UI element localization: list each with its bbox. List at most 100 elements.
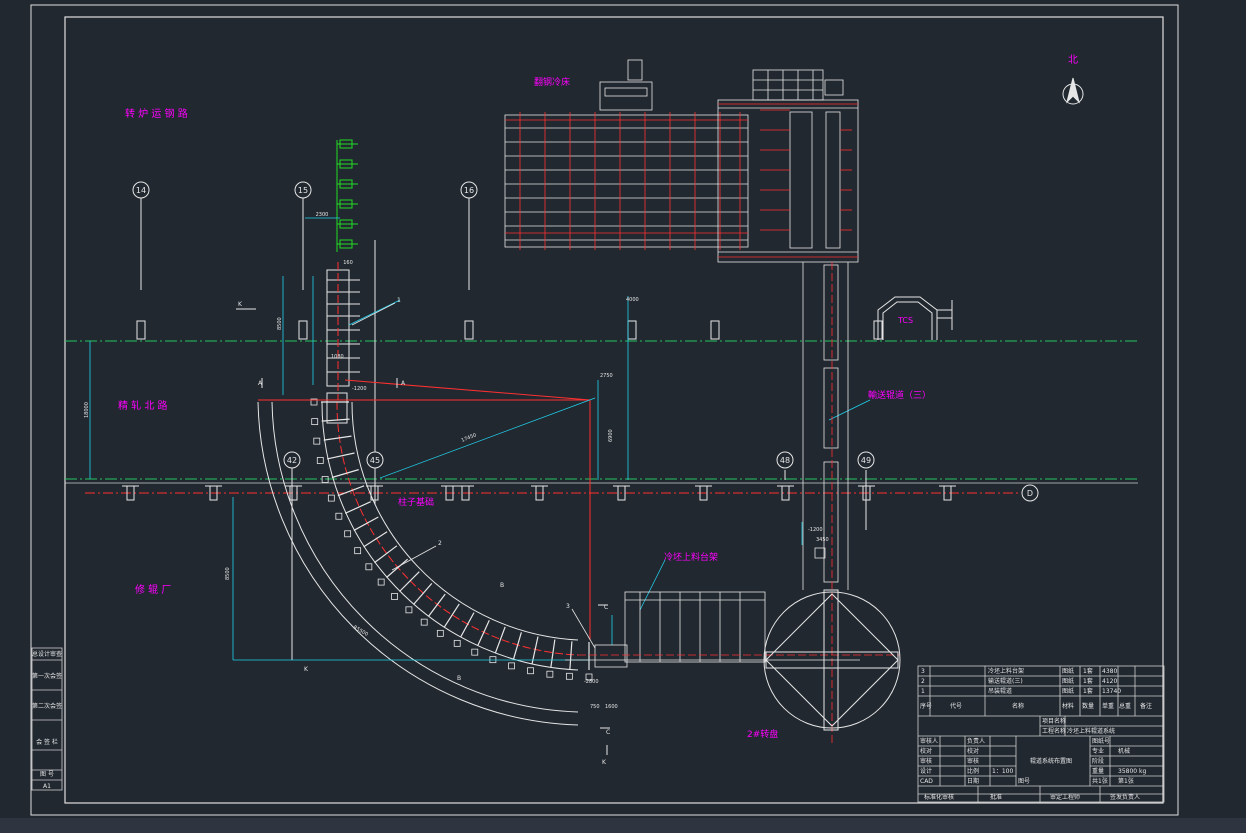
axis-label-42: 42 — [287, 456, 297, 465]
header-col: 序号 — [920, 702, 932, 710]
section-b1: B — [500, 582, 504, 589]
dim-750: 750 — [590, 704, 600, 710]
roller-mark — [386, 558, 409, 578]
sign-label: 设计 — [920, 767, 932, 775]
column-foundations-bottom — [122, 485, 956, 501]
roller-mark — [363, 531, 388, 548]
label-control-room: TCS — [897, 316, 913, 325]
axis-circle-15 — [294, 181, 312, 199]
callout-leaders — [351, 302, 596, 649]
axis-circle-48 — [776, 451, 794, 469]
roller-mark — [344, 501, 371, 514]
right-value: 第1张 — [1118, 777, 1134, 785]
sign-col: 日期 — [967, 777, 979, 785]
label-road-top: 转 炉 运 钢 路 — [125, 107, 188, 120]
axis-verticals — [140, 198, 867, 660]
header-col: 材料 — [1062, 702, 1074, 710]
sign-label: 审核人 — [920, 737, 938, 745]
footer-cell: 审定工程师 — [1050, 793, 1080, 801]
roller-mark — [512, 632, 522, 660]
roller-motor — [453, 639, 461, 647]
roller-motor — [405, 606, 413, 614]
dim-4000: 4000 — [626, 297, 639, 303]
label-turntable: 2#转盘 — [747, 728, 778, 740]
project-label: 项目名称 — [1042, 717, 1066, 725]
roller-motor — [471, 648, 479, 656]
label-loading-rack: 冷坯上料台架 — [664, 551, 718, 563]
roller-motor — [436, 629, 444, 637]
strip-text-4: 会 签 栏 — [36, 738, 58, 746]
dim-2750: 2750 — [600, 373, 613, 379]
sign-col: 审核 — [967, 757, 979, 765]
axis-label-14: 14 — [136, 186, 146, 195]
roller-mark — [460, 612, 475, 638]
rev-row-no: 1 — [921, 688, 925, 695]
axis-circle-45 — [366, 451, 384, 469]
rev-row-weight: 4120 — [1102, 678, 1117, 685]
cyan-dimension-lines — [89, 217, 871, 661]
north-arrow-icon — [1062, 77, 1084, 105]
roller-motor — [420, 618, 428, 626]
axis-label-16: 16 — [464, 186, 474, 195]
footer-cell: 签发负责人 — [1110, 793, 1140, 801]
right-label: 阶段 — [1092, 757, 1104, 765]
axis-circle-14 — [132, 181, 150, 199]
label-workshop: 修 辊 厂 — [135, 583, 171, 596]
header-col: 名称 — [1012, 702, 1024, 710]
axis-circles — [132, 181, 1039, 502]
right-value: 35800 kg — [1118, 768, 1146, 775]
strip-text-2: 第一次会签 — [32, 672, 62, 680]
rev-row-name: 输送辊道(三) — [988, 677, 1023, 685]
loading-rack — [565, 591, 860, 668]
label-north: 北 — [1068, 54, 1078, 66]
section-a-left: A — [258, 380, 263, 387]
rev-row-no: 3 — [921, 668, 925, 675]
roller-motor — [310, 398, 318, 406]
roller-motor — [354, 547, 362, 555]
inner-frame — [64, 16, 1164, 804]
part-label: 工程名称 — [1042, 727, 1066, 735]
label-crane-top: 翻钢冷床 — [534, 76, 570, 88]
strip-text-5: 图 号 — [40, 771, 54, 778]
roller-mark — [477, 620, 490, 647]
dim-18000: 18000 — [84, 402, 90, 418]
axis-label-d: D — [1027, 489, 1033, 498]
roller-motor — [377, 578, 385, 586]
part-value: 冷坯上料辊道系统 — [1067, 727, 1115, 735]
rev-row-name: 吊装辊道 — [988, 687, 1012, 695]
axis-circle-d — [1021, 484, 1039, 502]
callout-3: 3 — [566, 603, 570, 610]
roller-motor — [391, 593, 398, 600]
roller-motor — [508, 662, 515, 670]
roller-mark — [374, 545, 398, 564]
sign-label: 校对 — [920, 747, 932, 755]
roller-mark — [337, 485, 365, 497]
axis-label-15: 15 — [298, 186, 308, 195]
footer-cell: 标准化审核 — [924, 793, 954, 801]
sign-col: 负责人 — [967, 737, 985, 745]
rev-row-material: 图纸 — [1062, 677, 1074, 685]
scale-value: 1：100 — [992, 768, 1013, 775]
dim-minus-1200-b: -1200 — [808, 527, 823, 533]
section-b2: B — [457, 675, 461, 682]
strip-text-6: A1 — [43, 783, 51, 790]
dim-minus-1200: -1200 — [352, 386, 367, 392]
roller-frame-top-right — [717, 69, 859, 263]
axis-circle-16 — [460, 181, 478, 199]
curved-roller-marks — [310, 398, 593, 681]
outer-frame — [30, 4, 1179, 816]
roller-motor — [311, 418, 319, 426]
rev-row-name: 冷坯上料台架 — [988, 667, 1024, 675]
dim-8500: 8500 — [225, 567, 231, 580]
right-label: 重量 — [1092, 767, 1104, 775]
rev-row-qty: 1套 — [1083, 667, 1093, 675]
label-roller-table-three: 輸送辊道（三） — [868, 389, 931, 401]
section-c2: C — [606, 729, 610, 736]
roller-motor — [327, 494, 335, 502]
roller-motor — [365, 563, 373, 571]
dim-3450: 3450 — [816, 537, 829, 543]
cooling-bed-top — [504, 59, 749, 248]
green-grid-lines — [65, 340, 1138, 480]
axis-circle-49 — [857, 451, 875, 469]
